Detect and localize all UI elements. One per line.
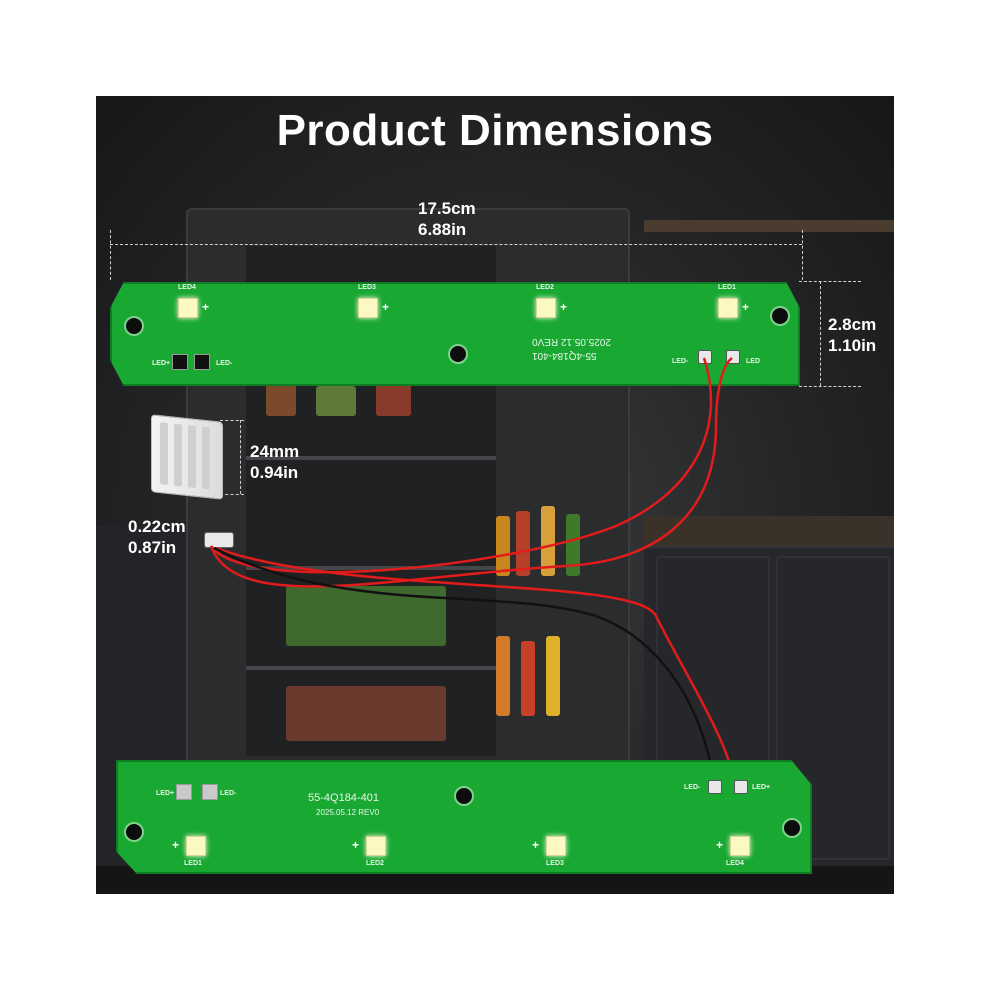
connector-label: 24mm 0.94in: [250, 441, 299, 483]
center-hole: [448, 344, 468, 364]
led-chip: [358, 298, 378, 318]
pad-label: LED+: [152, 360, 171, 367]
led-label: LED4: [178, 284, 196, 291]
bottle: [516, 511, 530, 576]
plus-marker: +: [382, 300, 390, 314]
solder-pad: [194, 354, 210, 370]
part-number: 55-4Q184-401: [308, 792, 379, 804]
led-chip: [178, 298, 198, 318]
red-wire-top-2: [209, 357, 713, 574]
led-chip: [730, 836, 750, 856]
food-jar: [376, 381, 411, 416]
fridge-shelf: [246, 456, 496, 460]
led-label: LED1: [718, 284, 736, 291]
led-board-top: LED4 + LED3 + LED2 + LED1 + 2025.05.12 R…: [110, 282, 800, 386]
led-label: LED1: [184, 860, 202, 867]
red-wire-bottom: [215, 546, 738, 787]
solder-pad: [202, 784, 218, 800]
bottle: [546, 636, 560, 716]
mounting-hole: [124, 822, 144, 842]
bottle: [496, 636, 510, 716]
led-chip: [546, 836, 566, 856]
connector-dimension-line: [240, 420, 241, 494]
page-title: Product Dimensions: [276, 106, 714, 155]
width-tick-left: [110, 230, 111, 280]
plus-marker: +: [532, 838, 540, 852]
width-dimension-line: [110, 244, 802, 245]
plus-marker: +: [172, 838, 180, 852]
terminal-label: LED: [746, 358, 760, 365]
led-chip: [186, 836, 206, 856]
mounting-hole: [782, 818, 802, 838]
height-cm: 2.8cm: [828, 315, 877, 334]
wall-shelf: [644, 220, 894, 232]
black-wire: [213, 546, 716, 787]
width-tick-right: [802, 230, 803, 280]
connector-in: 0.94in: [250, 463, 299, 482]
width-label: 17.5cm 6.88in: [418, 198, 476, 240]
led-chip: [366, 836, 386, 856]
plus-marker: +: [716, 838, 724, 852]
clip-in: 0.87in: [128, 538, 177, 557]
connector-mm: 24mm: [250, 442, 300, 461]
led-chip: [718, 298, 738, 318]
clip-label: 0.22cm 0.87in: [128, 516, 186, 558]
led-label: LED4: [726, 860, 744, 867]
led-label: LED2: [536, 284, 554, 291]
bottle: [541, 506, 555, 576]
revision-text: 2025.05.12 REV0: [316, 808, 380, 817]
plus-marker: +: [560, 300, 568, 314]
solder-pad: [176, 784, 192, 800]
wire-clip: [204, 532, 234, 548]
connector-tick-top: [220, 420, 244, 421]
connector-tick-bottom: [220, 494, 244, 495]
height-tick-top: [799, 281, 861, 282]
bottle: [521, 641, 535, 716]
width-cm: 17.5cm: [418, 199, 476, 218]
countertop: [644, 516, 894, 546]
pad-label: LED-: [220, 790, 237, 797]
plus-marker: +: [202, 300, 210, 314]
plus-marker: +: [742, 300, 750, 314]
center-hole: [454, 786, 474, 806]
cabinet-door: [776, 556, 890, 860]
plus-marker: +: [352, 838, 360, 852]
product-image: Product Dimensions 17.5cm 6.88in 2.8cm 1…: [96, 96, 894, 894]
terminal-label: LED-: [684, 784, 701, 791]
height-in: 1.10in: [828, 336, 877, 355]
fruit-drawer: [286, 686, 446, 741]
led-label: LED3: [546, 860, 564, 867]
fridge-shelf: [246, 666, 496, 670]
pad-label: LED-: [216, 360, 233, 367]
red-wire-top: [209, 356, 733, 588]
wire-terminal: [708, 780, 722, 794]
led-label: LED2: [366, 860, 384, 867]
height-tick-bottom: [799, 386, 861, 387]
mounting-hole: [124, 316, 144, 336]
height-dimension-line: [820, 281, 821, 386]
mounting-hole: [770, 306, 790, 326]
terminal-label: LED-: [672, 358, 689, 365]
led-board-bottom: LED+ LED- 55-4Q184-401 2025.05.12 REV0 L…: [116, 760, 812, 874]
food-jar: [316, 386, 356, 416]
bottle: [496, 516, 510, 576]
width-in: 6.88in: [418, 220, 467, 239]
terminal-label: LED+: [752, 784, 771, 791]
fridge-shelf: [246, 566, 496, 570]
clip-cm: 0.22cm: [128, 517, 186, 536]
led-label: LED3: [358, 284, 376, 291]
led-chip: [536, 298, 556, 318]
solder-pad: [172, 354, 188, 370]
pad-label: LED+: [156, 790, 175, 797]
height-label: 2.8cm 1.10in: [828, 314, 876, 356]
wires: [209, 356, 738, 787]
bottle: [566, 514, 580, 576]
wire-terminal: [734, 780, 748, 794]
